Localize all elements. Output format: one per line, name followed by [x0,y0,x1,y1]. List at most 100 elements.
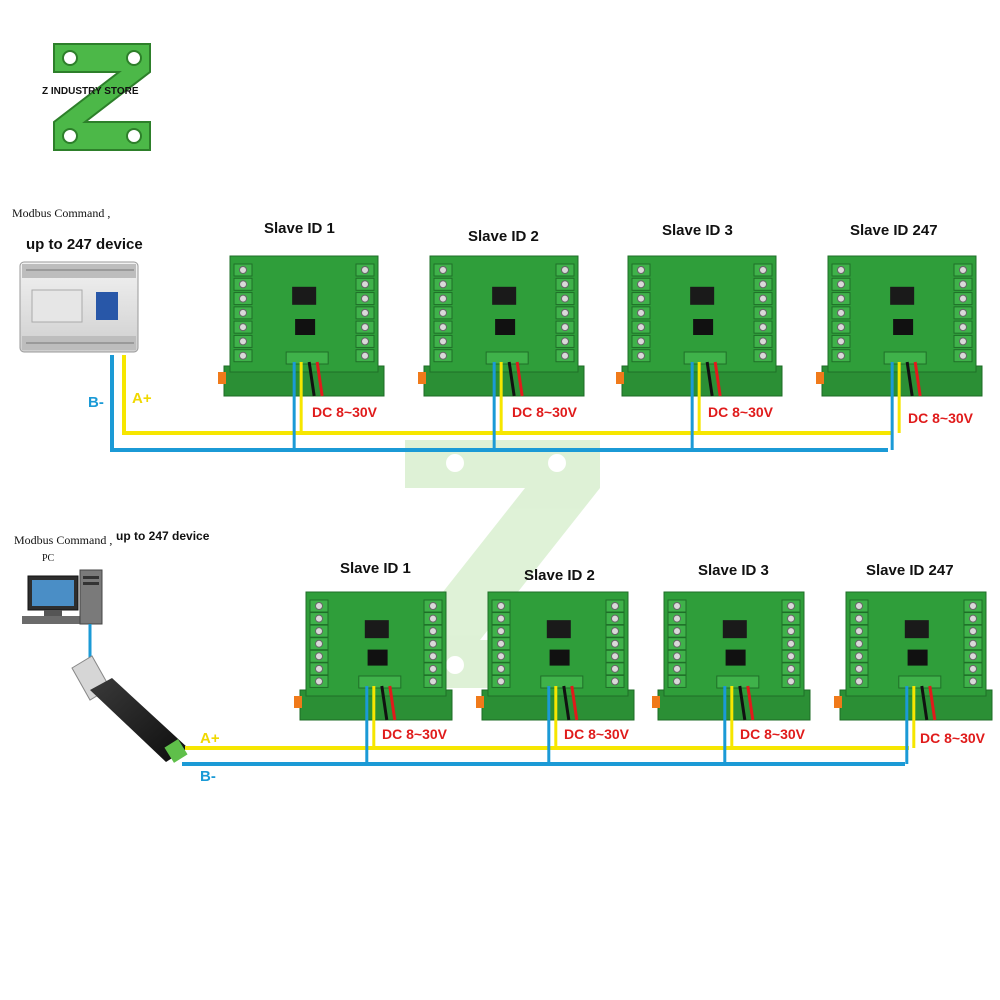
screw-head [611,602,619,610]
plc-controller [19,261,139,353]
screw-head [855,614,863,623]
screw-head [561,337,569,346]
brand-name: Z INDUSTRY STORE [42,86,139,97]
top-slave-module-4 [816,255,983,397]
screw-head [239,266,247,274]
bottom-slave-module-1 [294,591,453,721]
screw-head [837,337,845,346]
ic-chip [904,620,929,639]
screw-head [969,664,977,673]
bottom-command-note: Modbus Command , [14,533,113,547]
screw-head [497,614,505,623]
screw-head [637,337,645,346]
bottom-slave-module-2 [476,591,635,721]
wire-vcc [928,685,937,721]
rs485-bus-top [110,355,892,452]
bottom-power-label-1: DC 8~30V [382,726,447,742]
power-terminal [358,675,402,689]
ic-chip [893,319,914,335]
screw-head [673,627,681,636]
bottom-device-header: up to 247 device [116,529,210,543]
screw-head [673,602,681,610]
bottom-slave-title-3: Slave ID 3 [698,562,769,579]
usb-rs485-adapter [71,624,188,763]
screw-head [315,639,323,648]
screw-head [561,351,569,360]
screw-head [855,602,863,610]
ic-chip [693,319,714,335]
screw-head [959,337,967,346]
screw-head [855,677,863,686]
ic-chip [364,620,389,639]
wire-vcc [515,361,524,397]
bottom-slave-module-4 [834,591,993,721]
top-a-label: A+ [132,390,152,407]
wire-gnd [307,361,316,397]
screw-head [787,614,795,623]
screw-head [239,323,247,332]
bottom-slave-title-2: Slave ID 2 [524,567,595,584]
top-slave-title-2: Slave ID 2 [468,228,539,245]
screw-head [611,614,619,623]
screw-head [759,351,767,360]
screw-head [637,308,645,317]
top-command-note: Modbus Command , [12,206,111,220]
screw-head [429,639,437,648]
din-clip [476,696,484,708]
screw-head [561,308,569,317]
top-slave-title-3: Slave ID 3 [662,222,733,239]
screw-head [239,294,247,303]
screw-head [855,664,863,673]
screw-head [837,266,845,274]
top-slave-module-1 [218,255,385,397]
screw-head [969,614,977,623]
screw-head [759,280,767,289]
wire-gnd [905,361,914,397]
screw-head [787,602,795,610]
screw-head [439,280,447,289]
ic-chip [907,649,928,666]
screw-head [673,664,681,673]
screw-head [361,294,369,303]
screw-head [239,308,247,317]
pc-computer [22,569,103,625]
screw-head [969,677,977,686]
power-terminal [683,351,727,365]
din-clip [652,696,660,708]
wire-vcc [713,361,722,397]
screw-head [959,280,967,289]
din-clip [834,696,842,708]
rs485-bus-bottom [182,746,909,766]
power-terminal [540,675,584,689]
bottom-power-label-2: DC 8~30V [564,726,629,742]
wire-gnd [380,685,389,721]
screw-head [439,266,447,274]
screw-head [959,323,967,332]
screw-head [439,308,447,317]
ic-chip [492,286,517,305]
wire-vcc [315,361,324,397]
screw-head [429,664,437,673]
ic-chip [722,620,747,639]
screw-head [673,652,681,661]
power-terminal [485,351,529,365]
ic-chip [367,649,388,666]
screw-head [611,627,619,636]
screw-head [361,266,369,274]
screw-head [611,639,619,648]
screw-head [637,294,645,303]
screw-head [837,308,845,317]
screw-head [855,652,863,661]
bottom-power-label-4: DC 8~30V [920,730,985,746]
screw-head [561,266,569,274]
top-device-header: up to 247 device [26,236,143,253]
ic-chip [292,286,317,305]
screw-head [759,294,767,303]
bottom-slave-module-3 [652,591,811,721]
screw-head [855,627,863,636]
screw-head [315,652,323,661]
power-terminal [883,351,927,365]
modules-bottom-group [294,591,993,764]
screw-head [497,677,505,686]
screw-head [787,627,795,636]
